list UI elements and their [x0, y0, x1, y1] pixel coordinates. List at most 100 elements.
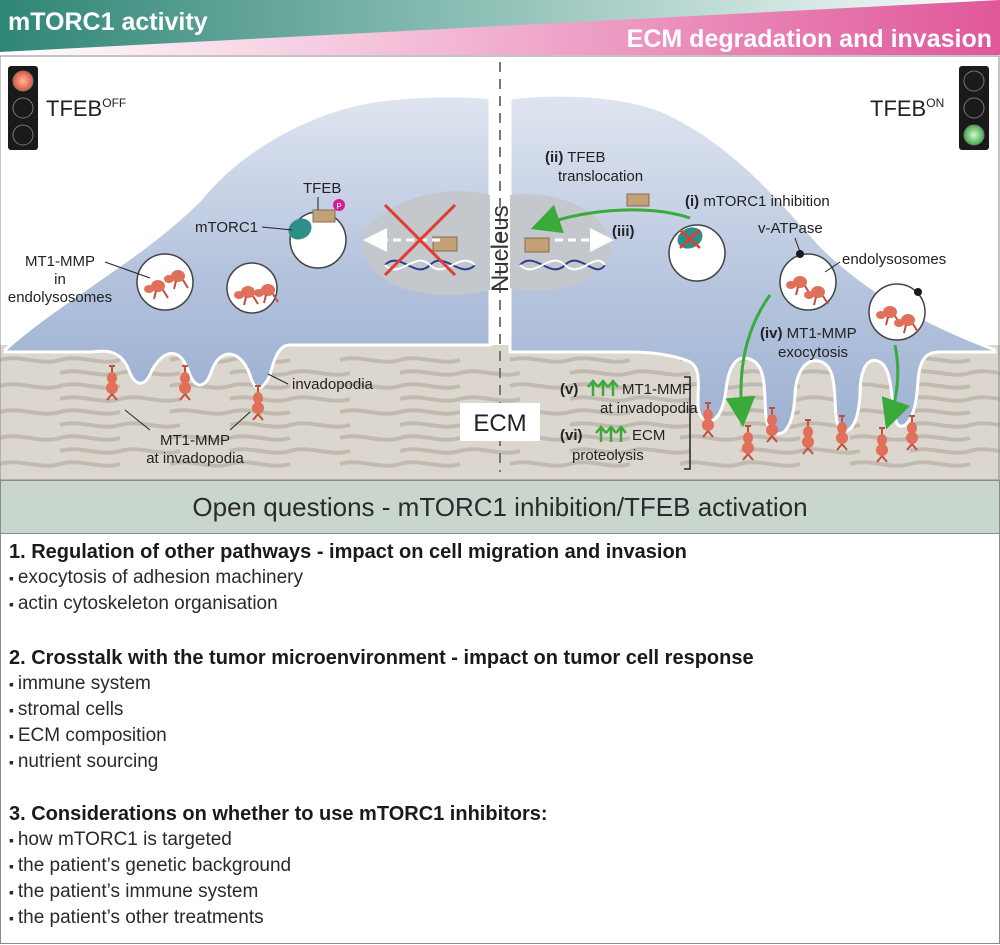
ecm-fiber — [509, 356, 631, 364]
tfeb-translocating — [626, 193, 650, 207]
open-questions-header: Open questions - mTORC1 inhibition/TFEB … — [0, 480, 1000, 534]
ecm-fiber — [339, 434, 461, 442]
endolysosomes-pointer — [824, 261, 841, 273]
mt1mmp-pointer — [104, 261, 151, 279]
ecm-fiber — [849, 460, 971, 468]
cross-icon — [383, 203, 457, 277]
up-arrows-icon — [587, 379, 619, 396]
tfeb-off-label: TFEBOFF — [46, 96, 126, 121]
diagram: mTORC1 activity ECM degradation and inva… — [0, 0, 1000, 481]
mt1mmp-label-1: MT1-MMP — [25, 253, 95, 270]
ecm-fiber — [229, 447, 351, 455]
ecm-fiber — [169, 460, 291, 468]
ecm-fiber — [59, 369, 181, 377]
open-questions-panel: Open questions - mTORC1 inhibition/TFEB … — [0, 480, 1000, 945]
question-section-3: 3. Considerations on whether to use mTOR… — [9, 801, 548, 931]
step-iv-label: (iv) MT1-MMP — [760, 325, 857, 342]
translocation-arrow — [530, 204, 691, 234]
at-invadopodia-label-2: at invadopodia — [146, 450, 244, 467]
tfeb-nuclear — [524, 237, 550, 253]
question-section-2: 2. Crosstalk with the tumor microenviron… — [9, 645, 754, 775]
list-item: the patient’s other treatments — [9, 905, 548, 931]
mtorc1-complex — [288, 218, 312, 240]
step-vi-label: (vi) — [560, 427, 583, 444]
pointer-line — [124, 409, 151, 431]
ecm-fiber — [0, 434, 121, 442]
ecm-fiber — [169, 408, 291, 416]
banner-right-label: ECM degradation and invasion — [627, 25, 992, 53]
list-item: how mTORC1 is targeted — [9, 827, 548, 853]
ecm-fiber — [0, 382, 121, 390]
mtorc1-pointer — [261, 226, 293, 231]
ecm-fiber — [169, 434, 291, 442]
step-ii-label: (ii) TFEB — [545, 149, 606, 166]
inhibition-cross-icon — [679, 229, 701, 249]
ecm-fiber — [399, 447, 521, 455]
ecm-fiber — [399, 369, 521, 377]
exocytosis-arrow-1 — [725, 294, 772, 427]
bracket — [684, 376, 691, 470]
section-title: 2. Crosstalk with the tumor microenviron… — [9, 647, 754, 669]
ecm-fiber — [339, 460, 461, 468]
section-title: 3. Considerations on whether to use mTOR… — [9, 803, 548, 825]
ecm-fiber — [679, 460, 801, 468]
ecm-fiber — [569, 395, 691, 403]
banner-pink-band — [0, 0, 1000, 55]
ecm-fiber — [909, 369, 1000, 377]
ecm-fiber — [509, 460, 631, 468]
ecm-fiber — [59, 395, 181, 403]
left-cell — [3, 94, 492, 390]
green-light-icon — [963, 124, 985, 146]
vatpase-icon — [914, 288, 922, 296]
vatpase-label: v-ATPase — [758, 220, 823, 237]
ecm-fiber — [679, 434, 801, 442]
ecm-label: ECM — [473, 410, 526, 437]
ecm-fiber — [569, 369, 691, 377]
ecm-fiber — [909, 447, 1000, 455]
step-v-label: (v) — [560, 381, 578, 398]
endolysosome-1 — [136, 253, 194, 311]
phospho-icon — [333, 199, 345, 211]
ecm-fiber — [339, 382, 461, 390]
dna-right — [519, 259, 606, 271]
step-iii-label: (iii) — [612, 223, 635, 240]
ecm-fiber — [339, 408, 461, 416]
list-item: ECM composition — [9, 723, 754, 749]
ecm-fiber — [229, 421, 351, 429]
ecm-fiber — [0, 460, 121, 468]
ecm-fiber — [569, 421, 691, 429]
ecm-fiber — [229, 395, 351, 403]
step-ii-label-2: translocation — [558, 168, 643, 185]
tfeb-cytosol — [312, 209, 336, 223]
ecm-fiber — [0, 356, 121, 364]
at-invadopodia-label-1: MT1-MMP — [160, 432, 230, 449]
red-light-icon — [12, 70, 34, 92]
banner-left-label: mTORC1 activity — [8, 8, 208, 36]
tfeb-label: TFEB — [303, 180, 341, 197]
endolysosomes-label: endolysosomes — [842, 251, 946, 268]
step-iv-label-2: exocytosis — [778, 344, 848, 361]
ecm-fiber — [59, 421, 181, 429]
list-item: stromal cells — [9, 697, 754, 723]
phospho-label: P — [336, 202, 341, 211]
ecm-label-box — [460, 403, 540, 441]
list-item: the patient’s immune system — [9, 879, 548, 905]
list-item: exocytosis of adhesion machinery — [9, 565, 687, 591]
vatpase-icon — [796, 250, 804, 258]
ecm-fiber — [59, 447, 181, 455]
step-vi-text-2: proteolysis — [572, 447, 644, 464]
right-cell — [508, 93, 997, 436]
ecm-fiber — [339, 356, 461, 364]
list-item: actin cytoskeleton organisation — [9, 591, 687, 617]
up-arrows-icon — [595, 425, 627, 442]
traffic-light-on — [959, 66, 989, 150]
list-item: nutrient sourcing — [9, 749, 754, 775]
section-title: 1. Regulation of other pathways - impact… — [9, 541, 687, 563]
ecm-fiber — [909, 421, 1000, 429]
list-item: the patient’s genetic background — [9, 853, 548, 879]
mt1mmp-label-3: endolysosomes — [8, 289, 112, 306]
nucleus-label: Nucleus — [487, 205, 514, 292]
ecm-fiber — [739, 447, 861, 455]
exocytosis-arrow-2 — [881, 344, 911, 430]
